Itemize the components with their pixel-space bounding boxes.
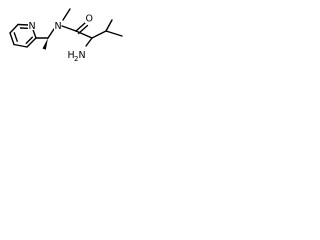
stereocenter-to-nitrogen-bond [47,26,56,39]
amine-h-label: H [68,50,75,61]
amine-subscript-label: 2 [74,55,78,63]
ring-bond-1 [9,23,19,34]
ring-double-bond-1 [13,32,18,42]
ring-bond-2 [9,32,15,46]
oxygen-label: O [86,14,93,25]
ring-bond-3 [13,43,28,48]
molecule-diagram: N N O H 2 N [9,8,123,63]
carbonyl-to-alpha-bond [75,30,93,39]
alpha-to-isopropyl-bond [91,30,107,39]
alpha-to-amine-bond [85,37,93,47]
ring-bond-6 [17,23,30,26]
amide-nitrogen-label: N [55,21,62,32]
ring-double-bond-2 [25,36,33,44]
ring-bond-4 [26,37,37,48]
pyridine-ring [9,23,37,48]
n-methyl-bond [62,8,71,21]
amine-nitrogen-label: N [79,50,86,61]
stereo-wedge-bond [42,38,48,50]
ring-nitrogen-label: N [29,21,36,32]
isopropyl-methyl-right-bond [105,30,123,37]
nitrogen-to-carbonyl-bond [61,25,77,32]
carbonyl-bond-1 [75,22,86,32]
isopropyl-methyl-up-bond [105,19,113,32]
structure-canvas: N N O H 2 N [0,0,132,69]
